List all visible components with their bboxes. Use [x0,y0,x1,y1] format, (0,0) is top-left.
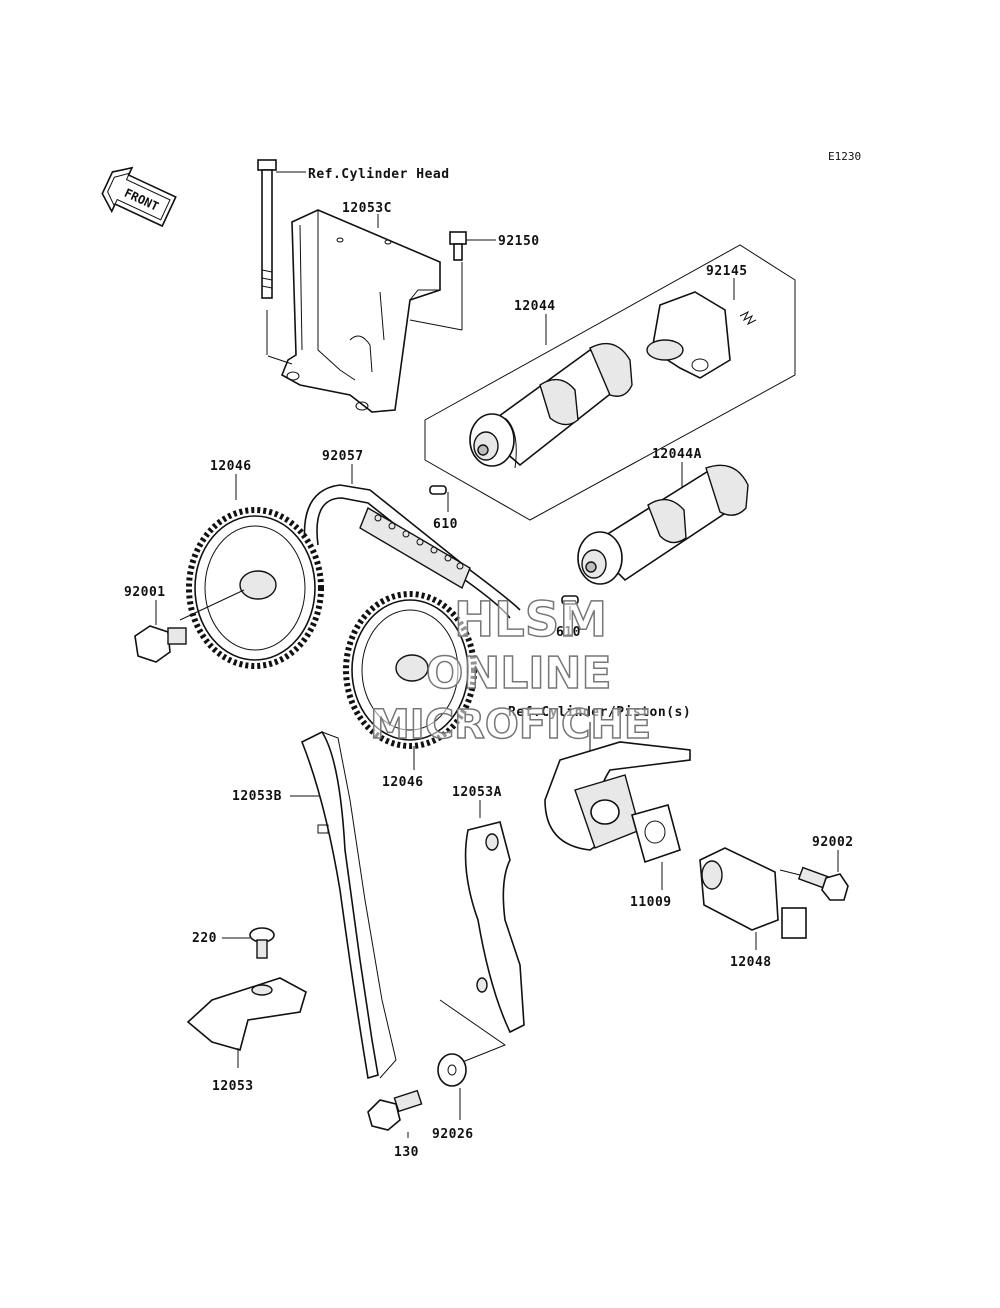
chain-guide-12053b [300,730,397,1080]
bracket-12053c [267,209,441,413]
label-12053b: 12053B [232,789,282,804]
ref-cylinder-piston-label: Ref.Cylinder/Piston(s) [508,705,691,720]
camshaft-12044 [469,342,633,469]
label-12053a: 12053A [452,785,502,800]
label-92002: 92002 [812,835,854,850]
bolt-92001 [134,625,187,663]
sprocket-12046-lower [343,591,477,770]
watermark-line3: MICROFICHE [370,702,651,748]
label-130: 130 [394,1145,419,1160]
pin-610-upper [429,485,449,512]
label-12053: 12053 [212,1079,254,1094]
label-12046-lower: 12046 [382,775,424,790]
bolt-130 [367,1089,423,1138]
decompressor-92145 [646,291,757,379]
label-12044: 12044 [514,299,556,314]
label-610-upper: 610 [433,517,458,532]
bolt-92150 [409,231,496,331]
sprocket-12046-upper [179,507,324,669]
camshaft-group-outline [424,244,796,521]
front-arrow-icon: FRONT [101,166,177,228]
label-92026: 92026 [432,1127,474,1142]
chain-guide-12053a [464,821,525,1034]
screw-220 [249,927,275,959]
cam-chain-92057 [303,484,521,619]
pin-610-lower [561,595,579,620]
mount-indicator [439,999,507,1066]
label-92001: 92001 [124,585,166,600]
watermark: HLSM ONLINE MICROFICHE [369,591,652,749]
bolt-92002 [779,866,849,901]
label-610-lower: 610 [556,625,581,640]
label-12044a: 12044A [652,447,702,462]
camshaft-12044a [577,464,749,585]
gasket-11009 [631,804,681,890]
label-92057: 92057 [322,449,364,464]
label-92145: 92145 [706,264,748,279]
tensioner-12048 [699,847,807,950]
label-12046-upper: 12046 [210,459,252,474]
watermark-line2: ONLINE [426,648,612,699]
washer-92026 [437,1053,467,1120]
diagram-code: E1230 [828,150,861,163]
ref-cylinder-head-label: Ref.Cylinder Head [308,167,450,182]
cylinder-head-bolt [257,159,306,355]
label-12048: 12048 [730,955,772,970]
watermark-line1: HLSM [454,592,607,648]
cylinder-tensioner-mount [544,741,691,851]
label-11009: 11009 [630,895,672,910]
guide-12053 [186,977,307,1068]
label-92150: 92150 [498,234,540,249]
label-12053c: 12053C [342,201,392,216]
label-220: 220 [192,931,217,946]
